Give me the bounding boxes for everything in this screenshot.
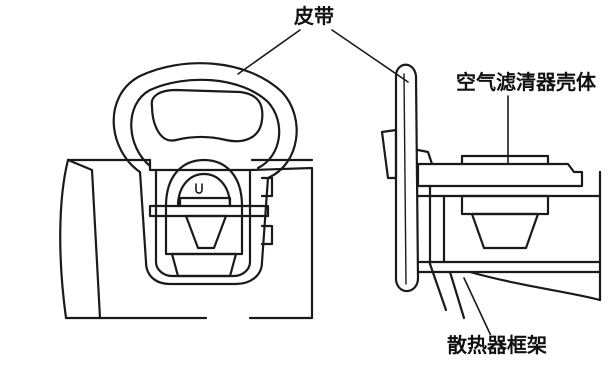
housing-clip (460, 194, 550, 216)
housing-boss (460, 154, 550, 166)
leader-lines (237, 29, 509, 339)
leader-belt-right (331, 29, 409, 83)
air-filter-housing-label: 空气滤清器壳体 (455, 70, 597, 94)
latch-u-mark (195, 183, 203, 194)
leader-belt-left (237, 29, 301, 75)
latch-bottom-cap (170, 252, 238, 278)
latch-side-tab-right (260, 176, 274, 198)
latch-housing (164, 158, 244, 256)
side-view (380, 63, 602, 320)
air-filter-housing-top (416, 162, 584, 188)
latch-plate (148, 204, 270, 218)
strap-window (150, 88, 264, 143)
latch-cone (184, 214, 228, 250)
housing-clip-cone (470, 212, 540, 250)
side-strap (394, 63, 420, 293)
side-left-tab (380, 128, 398, 180)
belt-label: 皮带 (293, 4, 335, 28)
leader-frame (463, 277, 493, 339)
front-view (59, 62, 314, 320)
radiator-frame-lines (416, 170, 602, 320)
strap-loop-band (130, 78, 281, 170)
radiator-frame-label: 散热器框架 (446, 333, 548, 357)
latch-housing-inner (176, 172, 232, 208)
strap-loop-outer (112, 62, 298, 286)
latch-side-tab-right-lower (260, 224, 274, 246)
strap-body-lower (154, 170, 252, 278)
